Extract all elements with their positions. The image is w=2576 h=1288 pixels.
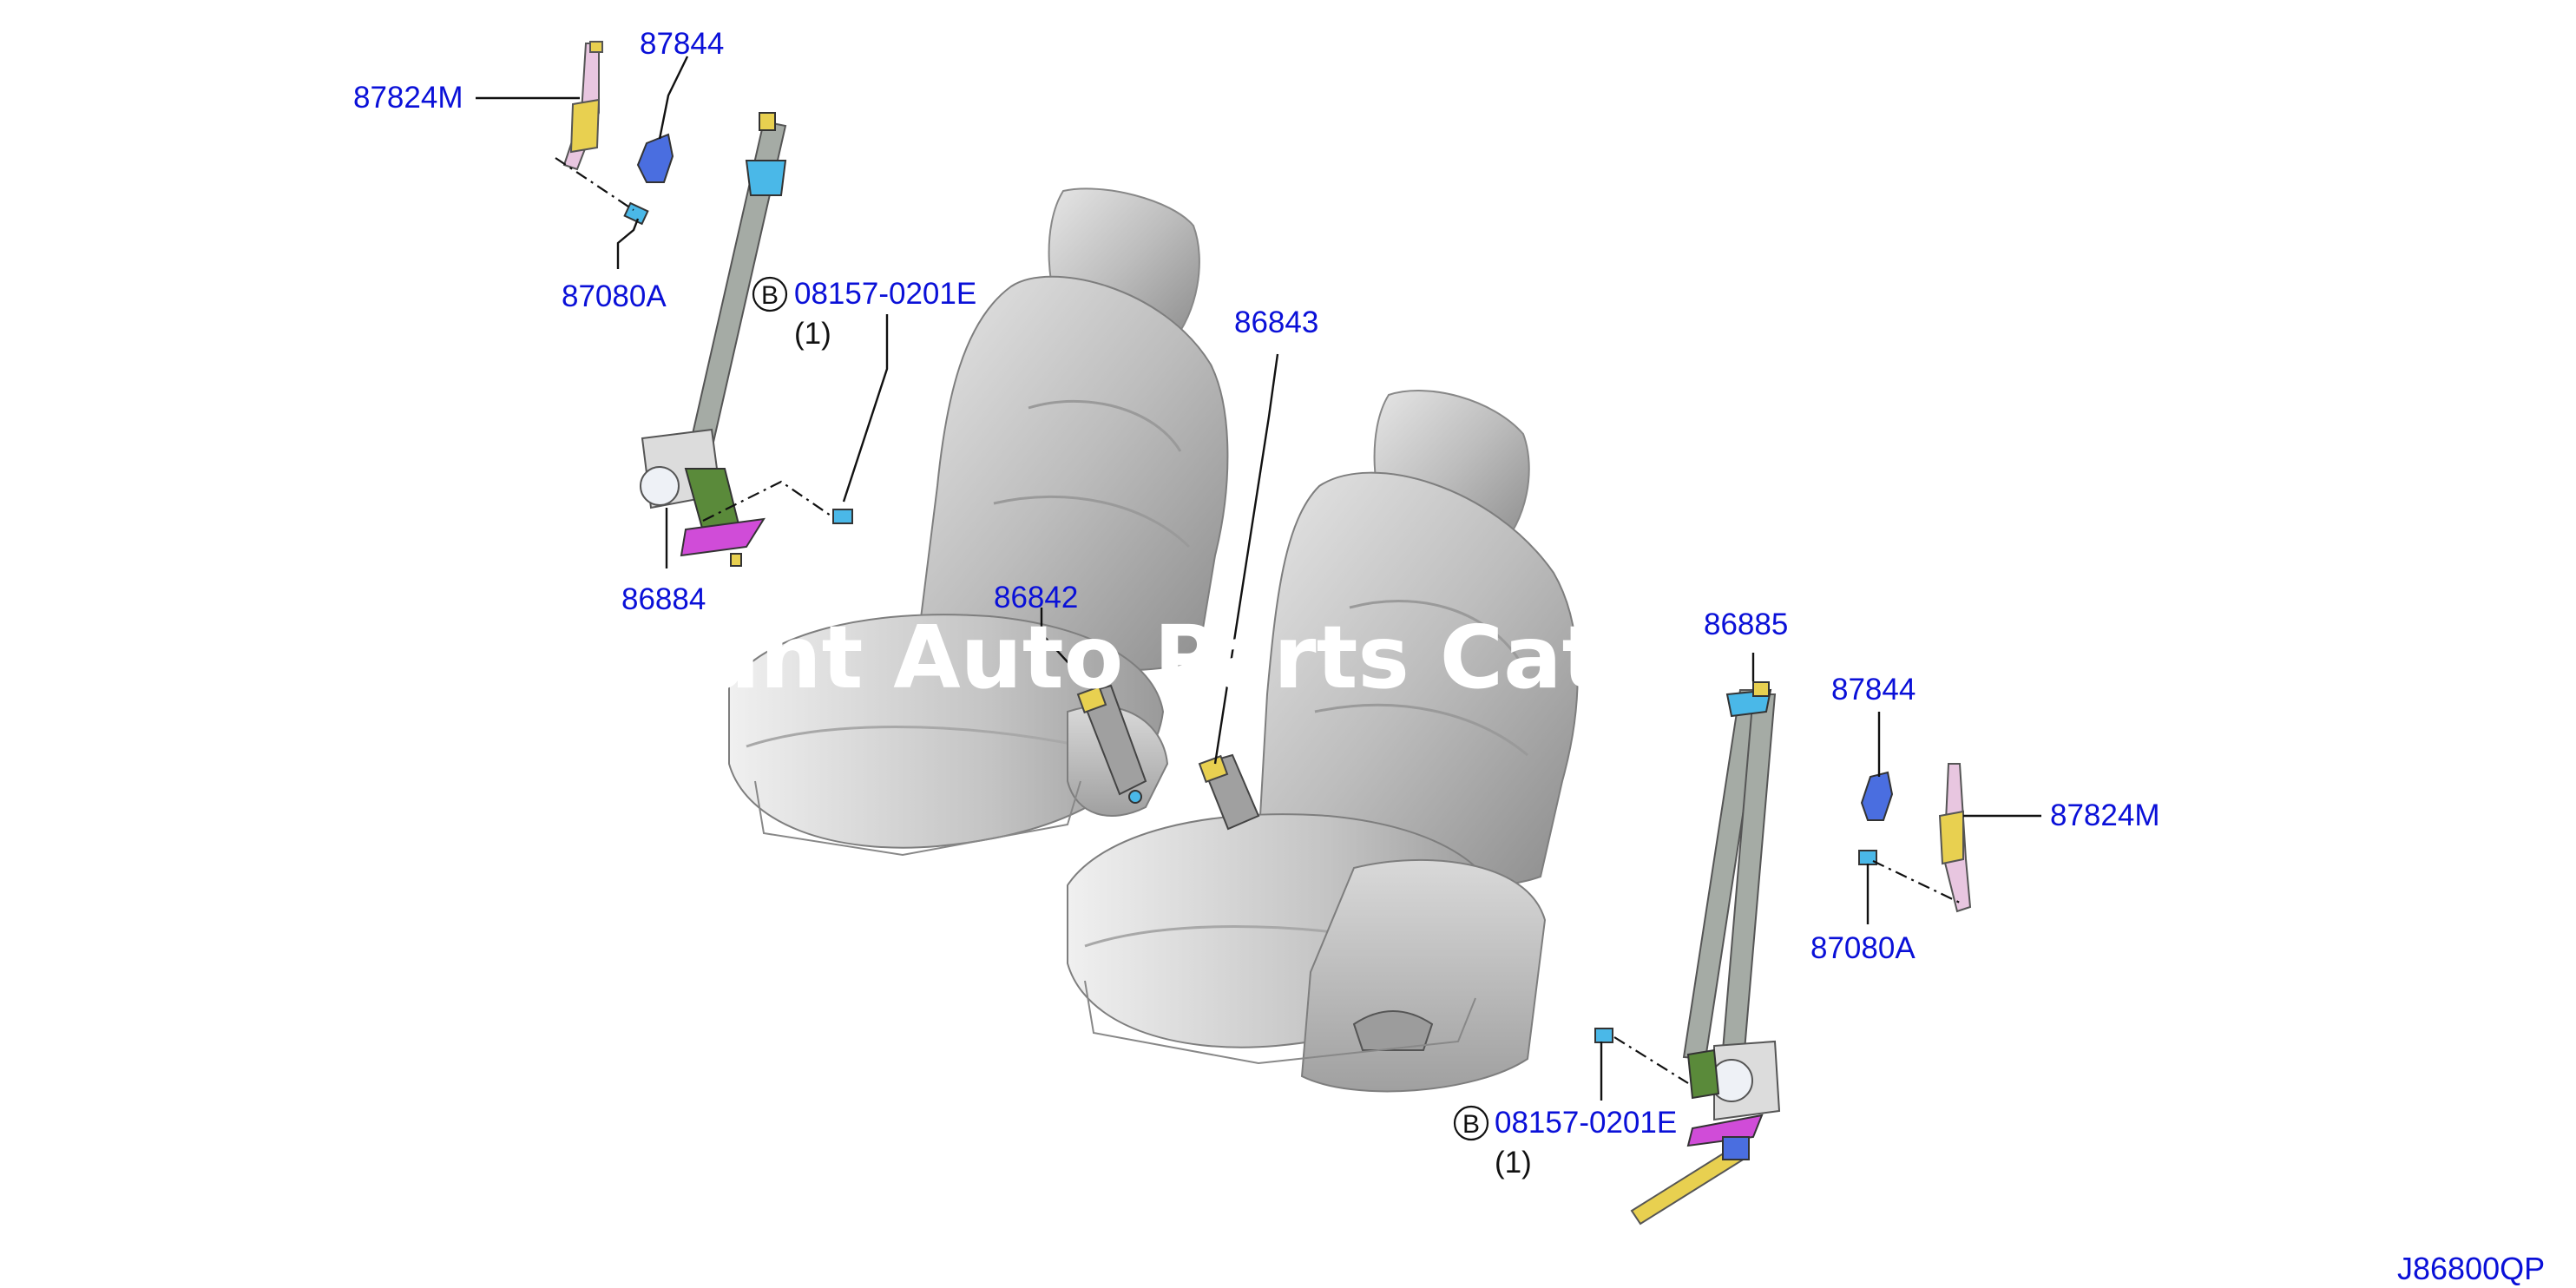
bolt-08157-right <box>1594 1028 1613 1043</box>
circled-b-right <box>1453 1105 1489 1141</box>
label-08157-0201E-left[interactable]: 08157-0201E <box>794 277 976 311</box>
label-86885[interactable]: 86885 <box>1704 608 1788 641</box>
label-87080A-right[interactable]: 87080A <box>1810 931 1916 965</box>
anchor-cover-87844-left <box>636 133 674 183</box>
seat-belt-buckle-86843 <box>1198 753 1260 831</box>
label-08157-0201E-right[interactable]: 08157-0201E <box>1495 1106 1677 1140</box>
drawing-code: J86800QP <box>2397 1251 2545 1286</box>
label-86884[interactable]: 86884 <box>621 582 706 616</box>
label-87844-right[interactable]: 87844 <box>1831 673 1916 706</box>
circled-b-right-letter: B <box>1462 1110 1480 1139</box>
anchor-cover-87844-right <box>1860 771 1894 821</box>
label-86842[interactable]: 86842 <box>994 581 1078 614</box>
label-87080A-left[interactable]: 87080A <box>562 279 667 313</box>
label-87844-left[interactable]: 87844 <box>640 27 724 61</box>
label-87824M-right[interactable]: 87824M <box>2050 798 2159 832</box>
bolt-08157-left <box>832 509 853 524</box>
right-seat-belt-assembly-86885 <box>1630 681 1781 1226</box>
circled-b-left <box>752 276 788 312</box>
part-labels: 87824M 87844 87080A B 08157-0201E (1) 86… <box>353 27 2159 1180</box>
seat-belt-buckle-86842 <box>1076 684 1147 804</box>
label-86843[interactable]: 86843 <box>1234 306 1318 339</box>
left-seat-belt-assembly-86884 <box>640 112 787 567</box>
quantity-left: (1) <box>794 317 831 351</box>
watermark-text: ant Auto Parts Catal <box>701 607 1692 708</box>
quantity-right: (1) <box>1495 1146 1532 1180</box>
shoulder-anchor-87824M-left <box>562 41 603 171</box>
bolt-87080A-left <box>623 201 649 226</box>
shoulder-anchor-87824M-right <box>1938 763 1972 913</box>
circled-b-left-letter: B <box>761 281 779 310</box>
leader-lines <box>476 56 2041 1101</box>
label-87824M-left[interactable]: 87824M <box>353 81 463 115</box>
right-seat-illustration <box>1067 390 1579 1093</box>
